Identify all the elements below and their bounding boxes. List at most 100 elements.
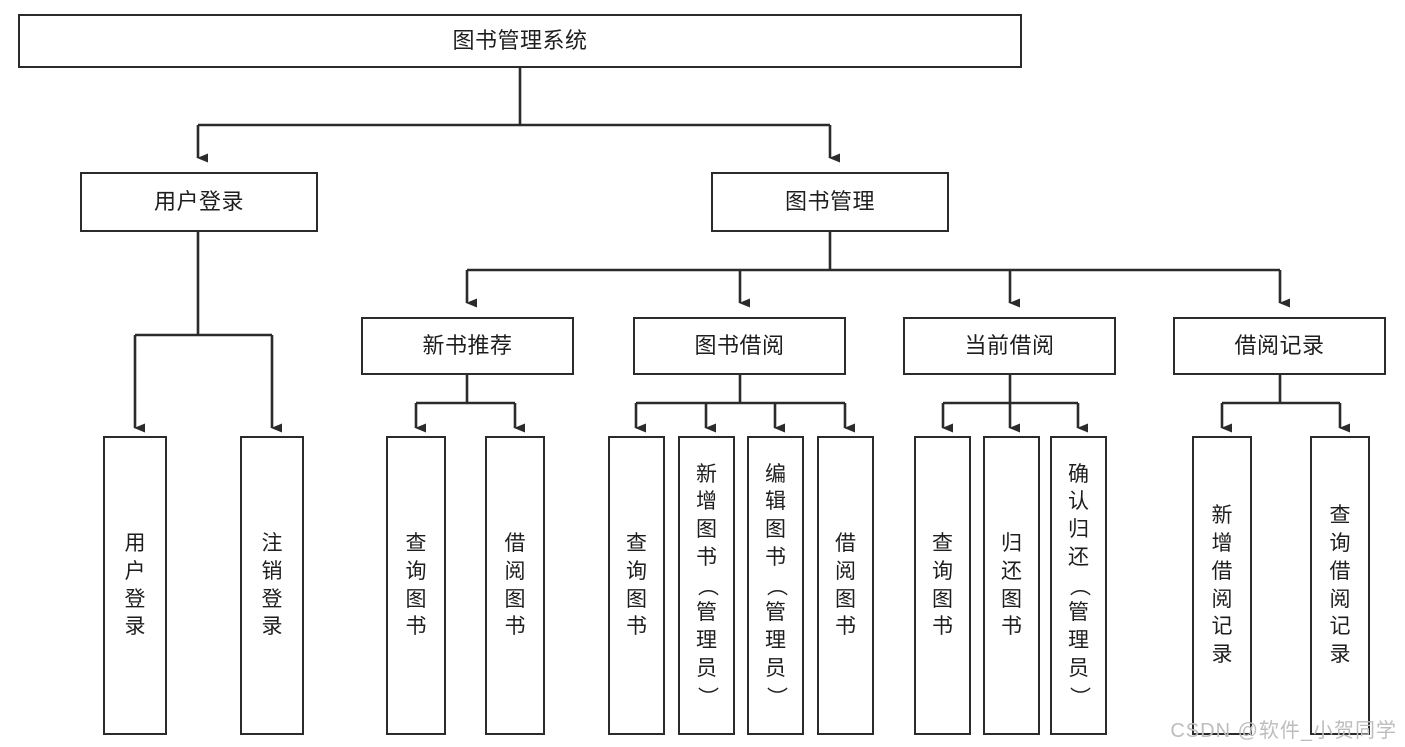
node-book-management[interactable]: 图书管理 <box>711 172 949 232</box>
leaf-label-char: 图 <box>626 587 647 611</box>
node-current-borrow-label: 当前借阅 <box>964 332 1055 358</box>
leaf-label-char: 录 <box>261 615 283 639</box>
leaf-label-char: 借 <box>1211 559 1233 583</box>
leaf-label-char: 录 <box>1329 642 1351 666</box>
leaf-new-book-borrow-book[interactable]: 借阅图书 <box>485 436 545 735</box>
leaf-label-char: 用 <box>124 532 146 556</box>
leaf-label-char: 书 <box>835 615 856 639</box>
leaf-label-char: 理 <box>765 629 786 653</box>
leaf-label-char: 理 <box>1068 629 1089 653</box>
leaf-label-char: 认 <box>1068 490 1089 514</box>
leaf-label-char: 还 <box>1068 545 1089 569</box>
leaf-book-borrow-edit-book-admin[interactable]: 编辑图书（管理员） <box>747 436 804 735</box>
leaf-label-char: 询 <box>405 559 427 583</box>
leaf-label-char: 询 <box>626 559 647 583</box>
leaf-label-char: 书 <box>405 615 427 639</box>
leaf-label-char: 图 <box>1001 587 1022 611</box>
leaf-label-char: 登 <box>124 587 146 611</box>
node-borrow-record-label: 借阅记录 <box>1234 332 1325 358</box>
leaf-current-borrow-return-book[interactable]: 归还图书 <box>983 436 1040 735</box>
leaf-label-char: 新 <box>696 462 717 486</box>
leaf-label-char: 员 <box>1068 656 1089 680</box>
leaf-label-char: 录 <box>1211 642 1233 666</box>
leaf-label-char: 阅 <box>1329 587 1351 611</box>
leaf-label-char: 查 <box>626 532 647 556</box>
leaf-label-char: （ <box>695 575 719 596</box>
node-borrow-record[interactable]: 借阅记录 <box>1173 317 1386 375</box>
leaf-label-char: 图 <box>765 518 786 542</box>
leaf-label-char: 记 <box>1211 615 1233 639</box>
leaf-borrow-record-add-record[interactable]: 新增借阅记录 <box>1192 436 1252 735</box>
leaf-label: 借阅图书 <box>819 530 872 641</box>
leaf-label-char: 书 <box>1001 615 1022 639</box>
leaf-label: 查询图书 <box>916 530 969 641</box>
leaf-label-char: 增 <box>696 490 717 514</box>
leaf-label-char: 管 <box>765 601 786 625</box>
leaf-label-char: 书 <box>504 615 526 639</box>
node-root-label: 图书管理系统 <box>452 27 588 53</box>
leaf-label-char: 书 <box>626 615 647 639</box>
leaf-label-char: 询 <box>1329 532 1351 556</box>
leaf-label-char: 询 <box>932 559 953 583</box>
leaf-label: 确认归还（管理员） <box>1052 461 1105 710</box>
leaf-new-book-query-book[interactable]: 查询图书 <box>386 436 446 735</box>
node-book-borrow[interactable]: 图书借阅 <box>633 317 846 375</box>
leaf-label-char: 借 <box>504 532 526 556</box>
leaf-label: 编辑图书（管理员） <box>749 461 802 710</box>
leaf-label-char: 登 <box>261 587 283 611</box>
leaf-borrow-record-query-record[interactable]: 查询借阅记录 <box>1310 436 1370 735</box>
leaf-label-char: 员 <box>696 656 717 680</box>
leaf-label: 新增图书（管理员） <box>680 461 733 710</box>
leaf-label-char: 新 <box>1211 504 1233 528</box>
leaf-label: 查询图书 <box>610 530 663 641</box>
node-root-book-management-system[interactable]: 图书管理系统 <box>18 14 1022 68</box>
leaf-user-login-logout[interactable]: 注销登录 <box>240 436 304 735</box>
leaf-label-char: 阅 <box>1211 587 1233 611</box>
leaf-book-borrow-borrow-book[interactable]: 借阅图书 <box>817 436 874 735</box>
leaf-current-borrow-query-book[interactable]: 查询图书 <box>914 436 971 735</box>
leaf-label-char: 理 <box>696 629 717 653</box>
leaf-current-borrow-confirm-return-admin[interactable]: 确认归还（管理员） <box>1050 436 1107 735</box>
leaf-label-char: 查 <box>932 532 953 556</box>
node-current-borrow[interactable]: 当前借阅 <box>903 317 1116 375</box>
leaf-label-char: 书 <box>696 545 717 569</box>
leaf-label-char: 图 <box>696 518 717 542</box>
leaf-label-char: 图 <box>835 587 856 611</box>
leaf-label-char: 查 <box>405 532 427 556</box>
leaf-label: 查询借阅记录 <box>1312 502 1368 668</box>
leaf-label-char: 增 <box>1211 532 1233 556</box>
node-new-book-recommend[interactable]: 新书推荐 <box>361 317 574 375</box>
leaf-label-char: 借 <box>835 532 856 556</box>
leaf-label-char: 确 <box>1068 462 1089 486</box>
leaf-book-borrow-query-book[interactable]: 查询图书 <box>608 436 665 735</box>
leaf-label-char: 阅 <box>504 559 526 583</box>
leaf-label-char: 图 <box>932 587 953 611</box>
leaf-label-char: 借 <box>1329 559 1351 583</box>
leaf-label-char: 图 <box>405 587 427 611</box>
node-user-login-label: 用户登录 <box>153 188 244 214</box>
leaf-label-char: 编 <box>765 462 786 486</box>
leaf-label-char: 查 <box>1329 504 1351 528</box>
leaf-label-char: 还 <box>1001 559 1022 583</box>
leaf-label: 注销登录 <box>242 530 302 641</box>
leaf-label-char: 记 <box>1329 615 1351 639</box>
leaf-label-char: ） <box>764 685 788 707</box>
leaf-label-char: 书 <box>765 545 786 569</box>
leaf-label-char: 阅 <box>835 559 856 583</box>
leaf-label-char: 户 <box>124 559 146 583</box>
csdn-watermark: CSDN @软件_小贺同学 <box>1170 720 1397 742</box>
leaf-label-char: 归 <box>1001 532 1022 556</box>
leaf-label: 用户登录 <box>105 530 165 641</box>
leaf-label-char: 书 <box>932 615 953 639</box>
leaf-book-borrow-add-book-admin[interactable]: 新增图书（管理员） <box>678 436 735 735</box>
leaf-label-char: 归 <box>1068 518 1089 542</box>
leaf-user-login-login[interactable]: 用户登录 <box>103 436 167 735</box>
node-book-borrow-label: 图书借阅 <box>694 332 785 358</box>
node-user-login[interactable]: 用户登录 <box>80 172 318 232</box>
leaf-label-char: 员 <box>765 656 786 680</box>
leaf-label-char: 录 <box>124 615 146 639</box>
leaf-label: 新增借阅记录 <box>1194 502 1250 668</box>
leaf-label-char: （ <box>764 575 788 596</box>
leaf-label-char: 图 <box>504 587 526 611</box>
